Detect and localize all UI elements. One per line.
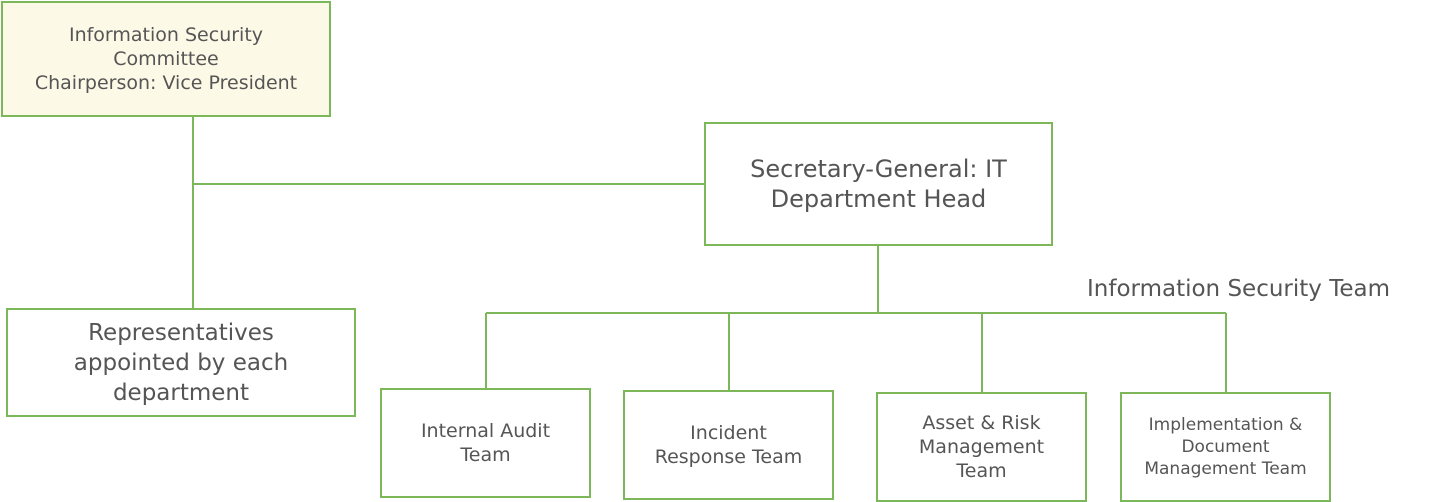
asset-risk-management-team-box: Asset & Risk Management Team xyxy=(876,392,1087,502)
implementation-document-management-team-box: Implementation & Document Management Tea… xyxy=(1120,392,1331,502)
secretary-general-text: Secretary-General: IT Department Head xyxy=(750,155,1007,213)
incident-response-team-box: Incident Response Team xyxy=(623,390,834,500)
incident-response-team-text: Incident Response Team xyxy=(654,422,803,468)
representatives-text: Representatives appointed by each depart… xyxy=(73,319,289,406)
asset-risk-management-team-text: Asset & Risk Management Team xyxy=(918,412,1045,482)
representatives-box: Representatives appointed by each depart… xyxy=(6,308,356,417)
secretary-general-box: Secretary-General: IT Department Head xyxy=(704,122,1053,246)
committee-box: Information Security Committee Chairpers… xyxy=(1,1,331,117)
internal-audit-team-text: Internal Audit Team xyxy=(420,420,551,466)
internal-audit-team-box: Internal Audit Team xyxy=(380,388,591,498)
implementation-document-management-team-text: Implementation & Document Management Tea… xyxy=(1144,415,1307,479)
committee-text: Information Security Committee Chairpers… xyxy=(34,24,298,94)
information-security-team-label: Information Security Team xyxy=(1087,276,1390,302)
